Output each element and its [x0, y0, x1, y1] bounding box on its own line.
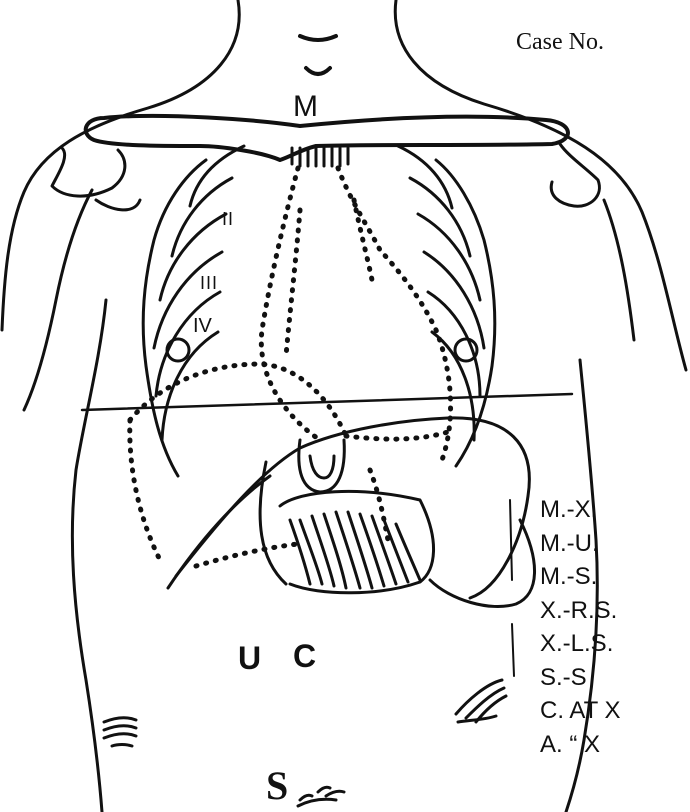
case-number-label: Case No.: [516, 30, 604, 54]
arm-left-outline: [24, 190, 92, 410]
rib-iv-label: IV: [193, 316, 212, 336]
torso-left-side: [72, 300, 106, 812]
legend-item: S.-S: [540, 661, 620, 695]
neck-notch-upper: [300, 36, 336, 40]
symphysis-marker: S: [266, 766, 288, 806]
hip-left-hatching: [104, 718, 136, 746]
xiphoid-u: [299, 440, 344, 492]
manubrium-marker: M: [293, 92, 318, 122]
nipple-left: [167, 339, 189, 361]
hip-right-hatching: [456, 680, 506, 722]
sternum-hatching: [292, 148, 348, 166]
epigastric-hatching: [290, 512, 420, 588]
xiphoid-inner: [310, 456, 334, 478]
cecum-marker: C: [293, 640, 316, 672]
clavicle-bar: [86, 116, 568, 160]
right-lower-line: [512, 624, 514, 676]
pubic-hatching: [298, 787, 344, 806]
measurement-legend: M.-X. M.-U. M.-S. X.-R.S. X.-L.S. S.-S C…: [540, 493, 620, 761]
shoulder-left-joint: [52, 148, 140, 210]
ribs-left: [154, 146, 244, 440]
legend-item: M.-X.: [540, 493, 620, 527]
costal-arch: [176, 418, 529, 598]
rib-ii-label: II: [222, 210, 234, 228]
right-flank-line: [510, 500, 512, 580]
neck-notch-lower: [306, 68, 330, 74]
legend-item: M.-S.: [540, 560, 620, 594]
dotted-outlines: [130, 168, 454, 566]
costal-left-diagonal: [168, 462, 286, 588]
legend-item: M.-U.: [540, 527, 620, 561]
umbilicus-marker: U: [238, 642, 261, 674]
arm-right-outline: [604, 200, 634, 340]
legend-item: C. AT X: [540, 694, 620, 728]
legend-item: X.-L.S.: [540, 627, 620, 661]
rib-iii-label: III: [200, 274, 218, 292]
ribs-right: [398, 146, 484, 440]
legend-item: X.-R.S.: [540, 594, 620, 628]
legend-item: A. “ X: [540, 728, 620, 762]
neck-right-outline: [395, 0, 686, 370]
